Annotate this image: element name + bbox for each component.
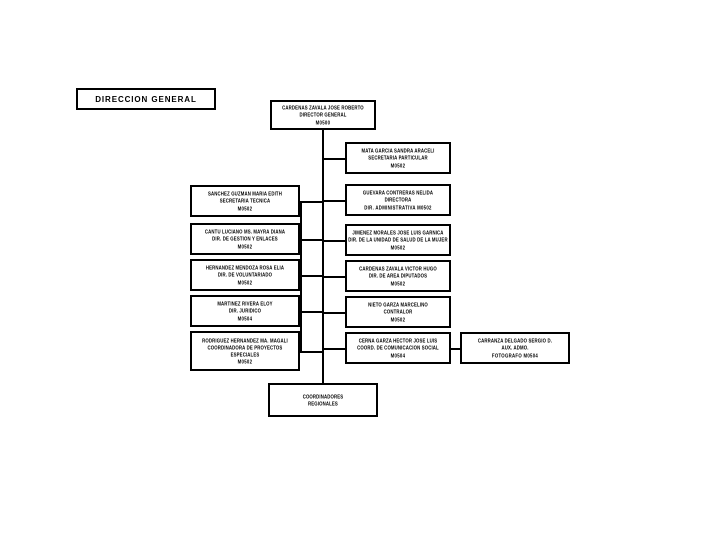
person-name: CARDENAS ZAVALA JOSE ROBERTO [282,104,364,111]
connector-to-comsocial [322,348,345,350]
position-title: DIRECTORA [384,196,412,203]
position-title: DIR. DE LA UNIDAD DE SALUD DE LA MUJER [348,236,448,243]
connector-main-trunk [322,130,324,383]
position-title: SECRETARIA PARTICULAR [368,154,428,161]
connector-to-voluntariado [300,275,322,277]
position-code: M0502 [390,279,406,287]
position-title: DIR. DE GESTION Y ENLACES [212,235,278,242]
position-subtitle: DIR. ADMINISTRATIVA M0502 [364,203,432,211]
person-name: CANTU LUCIANO MS. MAYRA DIANA [204,228,286,235]
connector-to-diputados [322,276,345,278]
connector-to-proyectos [300,351,322,353]
connector-to-salud [322,240,345,242]
position-code: M0502 [390,243,406,251]
connector-to-gestion [300,239,322,241]
node-direccion-general[interactable]: DIRECCION GENERAL [76,88,216,110]
node-coordinacion-comunicacion-social[interactable]: CERNA GARZA HECTOR JOSE LUIS COORD. DE C… [345,332,451,364]
position-code: M0502 [237,278,253,286]
node-secretaria-particular[interactable]: MATA GARCIA SANDRA ARACELI SECRETARIA PA… [345,142,451,174]
connector-to-particular [322,158,345,160]
person-name: HERNANDEZ MENDOZA ROSA ELIA [205,264,285,271]
position-code: M0504 [237,314,253,322]
node-direccion-juridico[interactable]: MARTINEZ RIVERA ELOY DIR. JURIDICO M0504 [190,295,300,327]
person-name: NIETO GARZA MARCELINO [368,301,428,308]
connector-to-juridico [300,311,322,313]
person-name: MATA GARCIA SANDRA ARACELI [361,147,435,154]
node-direccion-gestion[interactable]: CANTU LUCIANO MS. MAYRA DIANA DIR. DE GE… [190,223,300,255]
node-direccion-administrativa[interactable]: GUEVARA CONTRERAS NELIDA DIRECTORA DIR. … [345,184,451,216]
position-title: DIRECTOR GENERAL [299,111,347,118]
position-title: DIR. DE VOLUNTARIADO [217,271,273,278]
position-subtitle: ESPECIALES [230,351,260,358]
position-code: M0502 [237,242,253,250]
position-subtitle: REGIONALES [308,400,338,407]
position-title: COORDINADORES [302,393,344,400]
person-name: CARRANZA DELGADO SERGIO D. [477,337,553,344]
position-code: M0500 [315,118,331,126]
node-coordinadores-regionales[interactable]: COORDINADORES REGIONALES [268,383,378,417]
node-auxiliar-fotografo[interactable]: CARRANZA DELGADO SERGIO D. AUX. ADMO. FO… [460,332,570,364]
node-director-general[interactable]: CARDENAS ZAVALA JOSE ROBERTO DIRECTOR GE… [270,100,376,130]
node-direccion-area-diputados[interactable]: CARDENAS ZAVALA VICTOR HUGO DIR. DE AREA… [345,260,451,292]
position-subtitle: FOTOGRAFO M0504 [491,351,539,359]
position-title: DIR. JURIDICO [228,307,262,314]
position-title: CONTRALOR [383,308,413,315]
person-name: SANCHEZ GUZMAN MARIA EDITH [208,190,282,197]
position-title: COORD. DE COMUNICACION SOCIAL [357,344,439,351]
connector-to-tecnica [300,201,322,203]
node-coordinacion-proyectos-especiales[interactable]: RODRIGUEZ HERNANDEZ MA. MAGALI COORDINAD… [190,331,300,371]
connector-comsocial-fotografo [451,348,460,350]
person-name: GUEVARA CONTRERAS NELIDA [362,189,434,196]
position-code: M0502 [390,161,406,169]
position-code: M0502 [390,315,406,323]
position-title: AUX. ADMO. [501,344,529,351]
position-title: SECRETARIA TECNICA [219,197,271,204]
node-label: DIRECCION GENERAL [95,94,197,104]
position-code: M0502 [237,204,253,212]
connector-to-admin [322,200,345,202]
connector-to-contralor [322,312,345,314]
position-code: M0502 [237,358,253,365]
node-direccion-unidad-salud[interactable]: JIMENEZ MORALES JOSE LUIS GARNICA DIR. D… [345,224,451,256]
node-direccion-voluntariado[interactable]: HERNANDEZ MENDOZA ROSA ELIA DIR. DE VOLU… [190,259,300,291]
person-name: CARDENAS ZAVALA VICTOR HUGO [359,265,437,272]
node-secretaria-tecnica[interactable]: SANCHEZ GUZMAN MARIA EDITH SECRETARIA TE… [190,185,300,217]
position-title: DIR. DE AREA DIPUTADOS [368,272,428,279]
position-title: COORDINADORA DE PROYECTOS [207,344,283,351]
node-contralor[interactable]: NIETO GARZA MARCELINO CONTRALOR M0502 [345,296,451,328]
person-name: JIMENEZ MORALES JOSE LUIS GARNICA [352,229,444,236]
person-name: MARTINEZ RIVERA ELOY [217,300,273,307]
person-name: CERNA GARZA HECTOR JOSE LUIS [358,337,438,344]
position-code: M0504 [390,351,406,359]
person-name: RODRIGUEZ HERNANDEZ MA. MAGALI [202,336,288,344]
